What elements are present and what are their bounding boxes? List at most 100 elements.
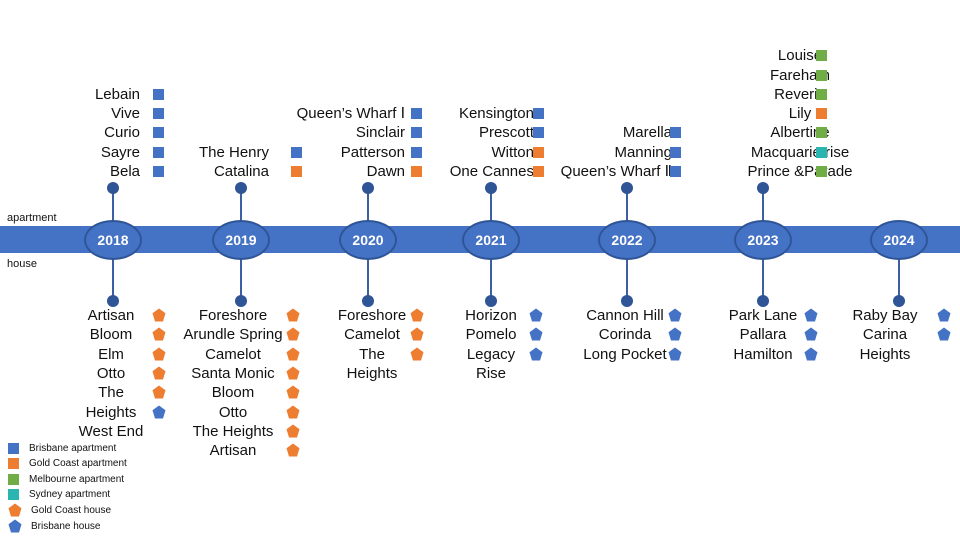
year-node-2019: 2019 xyxy=(212,220,270,260)
legend-label: Sydney apartment xyxy=(29,489,111,501)
apartment-dot-2019 xyxy=(235,182,247,194)
house-name: Artisan xyxy=(87,307,135,324)
legend-square-marker xyxy=(8,473,19,485)
house-marker xyxy=(152,405,166,418)
apartment-name: Catalina xyxy=(213,163,269,180)
apartment-marker xyxy=(411,166,422,177)
house-name: Pomelo xyxy=(465,326,517,344)
apartment-name: Bela xyxy=(109,163,140,180)
house-marker xyxy=(152,366,166,380)
house-name: Raby Bay xyxy=(852,307,918,324)
year-node-2024: 2024 xyxy=(870,220,928,260)
apartment-name: Queen’s Wharf Ⅰ xyxy=(296,105,405,123)
house-name: Hamilton xyxy=(733,345,793,363)
house-name: Camelot xyxy=(205,345,261,363)
house-name: Arundle Spring xyxy=(183,326,283,344)
legend-item: Melbourne apartment xyxy=(8,472,124,486)
year-node-2020: 2020 xyxy=(339,220,397,260)
apartment-marker xyxy=(816,108,827,120)
apartment-name: Louise xyxy=(777,47,823,65)
legend-square-marker xyxy=(8,442,19,454)
house-name: Bloom xyxy=(89,326,133,344)
house-name: Foreshore xyxy=(337,307,407,324)
apartment-marker xyxy=(670,127,681,139)
apartment-name: Fareham xyxy=(769,66,831,84)
apartment-marker xyxy=(816,69,827,81)
apartment-marker xyxy=(816,88,827,100)
apartment-name: Vive xyxy=(111,105,140,123)
apartment-marker xyxy=(153,88,164,100)
apartment-marker xyxy=(153,146,164,158)
apartment-name: The Henry xyxy=(198,143,269,161)
apartment-stem-2023 xyxy=(762,188,764,224)
house-marker xyxy=(804,347,818,361)
apartment-dot-2021 xyxy=(485,182,497,194)
house-stem-2021 xyxy=(490,256,492,298)
apartment-marker xyxy=(533,127,544,139)
apartment-marker xyxy=(291,166,302,177)
house-name: Pallara xyxy=(739,326,787,344)
house-marker xyxy=(286,443,300,457)
legend-item: Gold Coast apartment xyxy=(8,457,127,471)
apartment-stem-2021 xyxy=(490,188,492,224)
legend-label: Melbourne apartment xyxy=(29,473,125,485)
house-marker xyxy=(804,327,818,341)
apartment-marker xyxy=(816,146,827,158)
house-name: Foreshore xyxy=(198,307,268,324)
house-name: Heights xyxy=(859,345,911,363)
apartment-marker xyxy=(411,146,422,158)
house-marker xyxy=(152,308,166,322)
apartment-marker xyxy=(816,50,827,62)
house-name: Camelot xyxy=(344,326,400,344)
year-node-2021: 2021 xyxy=(462,220,520,260)
apartment-name: Macquarie rise xyxy=(750,143,850,161)
apartment-name: Reverie xyxy=(774,85,826,103)
house-marker xyxy=(152,385,166,399)
house-marker xyxy=(286,424,300,438)
house-marker xyxy=(286,347,300,361)
house-dot-2018 xyxy=(107,295,119,307)
legend-item: Sydney apartment xyxy=(8,488,110,502)
house-name: Long Pocket xyxy=(583,345,667,363)
legend-item: Gold Coast house xyxy=(8,503,111,517)
apartment-name: Marella xyxy=(622,124,672,142)
house-name: The xyxy=(359,345,385,363)
house-stem-2024 xyxy=(898,256,900,298)
house-name: Corinda xyxy=(598,326,652,344)
legend-label: Gold Coast house xyxy=(31,504,112,516)
house-marker xyxy=(410,308,424,322)
house-marker xyxy=(804,308,818,322)
house-marker xyxy=(529,347,543,361)
apartment-marker xyxy=(411,108,422,120)
house-name: Santa Monic xyxy=(191,364,275,382)
apartment-stem-2018 xyxy=(112,188,114,224)
house-marker xyxy=(937,327,951,341)
house-name: Heights xyxy=(85,403,137,421)
house-marker xyxy=(668,327,682,341)
apartment-name: Sayre xyxy=(100,143,140,161)
house-dot-2022 xyxy=(621,295,633,307)
apartment-dot-2023 xyxy=(757,182,769,194)
apartment-name: Lebain xyxy=(94,85,140,103)
legend-pentagon-marker xyxy=(8,503,22,517)
house-stem-2020 xyxy=(367,256,369,298)
apartment-marker xyxy=(533,108,544,120)
apartment-name: Albertine xyxy=(770,124,830,142)
house-dot-2024 xyxy=(893,295,905,307)
house-label: house xyxy=(7,258,37,270)
apartment-name: Manning xyxy=(614,143,672,161)
apartment-marker xyxy=(153,127,164,139)
legend-label: Brisbane apartment xyxy=(29,442,117,454)
apartment-name: One Cannes xyxy=(449,163,534,180)
house-name: Otto xyxy=(96,364,126,382)
apartment-marker xyxy=(533,146,544,158)
house-name: West End xyxy=(78,422,144,440)
apartment-stem-2020 xyxy=(367,188,369,224)
house-name: Bloom xyxy=(211,384,255,402)
apartment-stem-2019 xyxy=(240,188,242,224)
house-marker xyxy=(937,308,951,322)
apartment-stem-2022 xyxy=(626,188,628,224)
house-marker xyxy=(152,347,166,361)
apartment-name: Kensington xyxy=(458,105,534,123)
apartment-name: Prescott xyxy=(478,124,534,142)
